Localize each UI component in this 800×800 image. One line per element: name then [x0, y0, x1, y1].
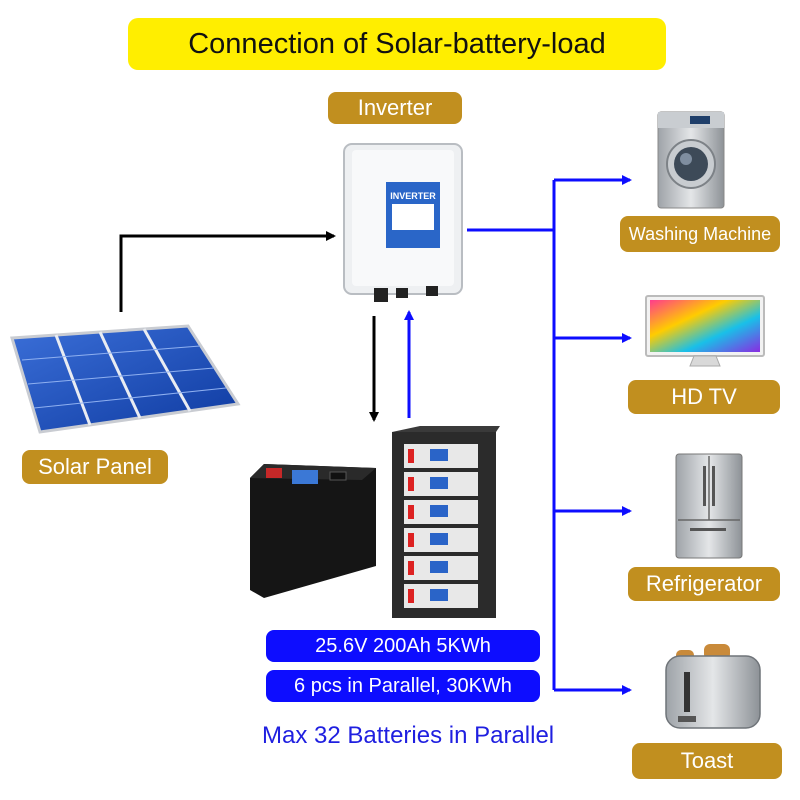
tv-icon [645, 295, 765, 367]
solar-panel-icon [10, 324, 241, 434]
battery-rack-icon [392, 426, 500, 618]
inverter-screen-text: INVERTER [390, 191, 436, 201]
hd-tv-label: HD TV [628, 380, 780, 414]
load-distribution-lines [467, 175, 632, 695]
refrigerator-label: Refrigerator [628, 567, 780, 601]
toaster-icon [665, 644, 761, 729]
refrigerator-icon [675, 453, 743, 559]
washing-machine-icon [657, 111, 725, 209]
inverter-label: Inverter [328, 92, 462, 124]
battery-icon [250, 464, 376, 598]
max-batteries-note: Max 32 Batteries in Parallel [262, 722, 555, 749]
washing-machine-label: Washing Machine [620, 216, 780, 252]
solar-panel-label: Solar Panel [22, 450, 168, 484]
toast-label: Toast [632, 743, 782, 779]
inverter-icon: INVERTER [343, 143, 463, 302]
battery-spec-capacity: 25.6V 200Ah 5KWh [266, 630, 540, 662]
battery-spec-parallel: 6 pcs in Parallel, 30KWh [266, 670, 540, 702]
solar-to-inverter-arrow [119, 231, 336, 312]
diagram-title: Connection of Solar-battery-load [128, 18, 666, 70]
